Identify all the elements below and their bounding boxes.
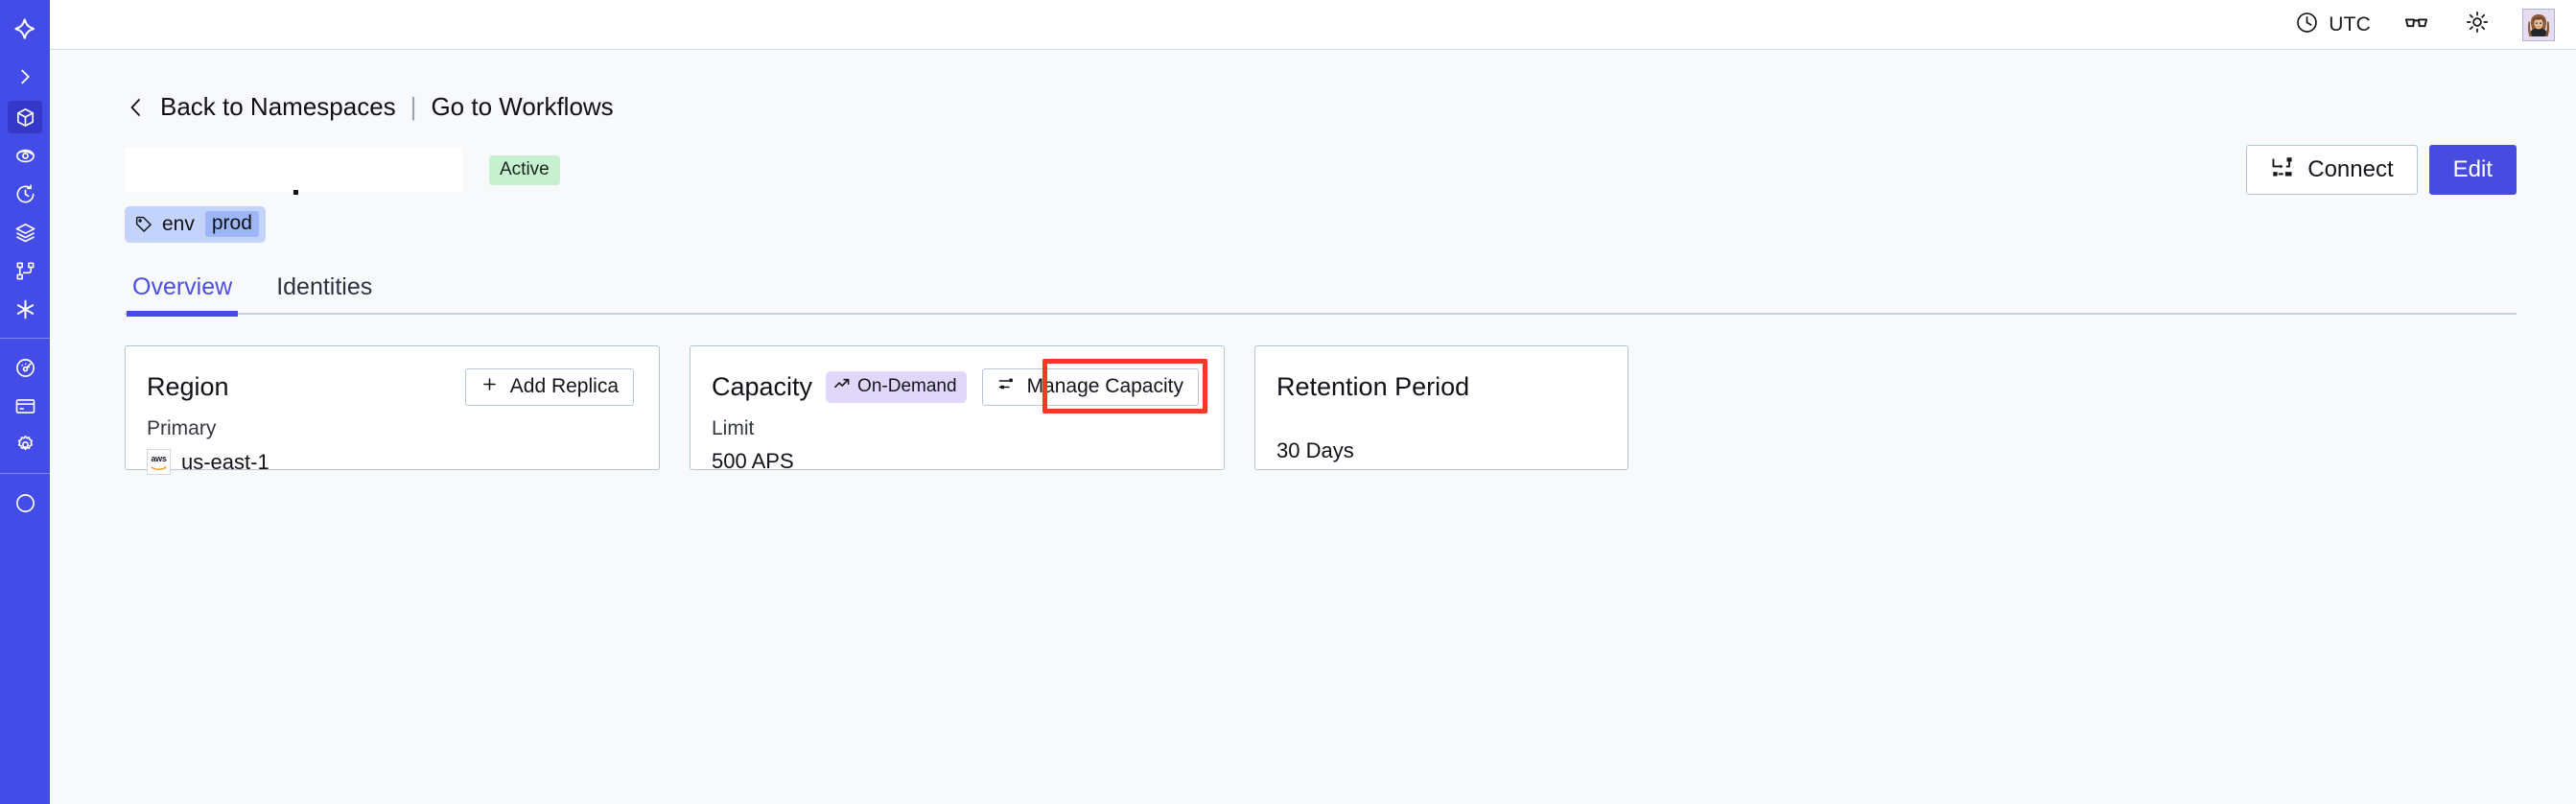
page-content: Back to Namespaces | Go to Workflows Act… (50, 50, 2576, 804)
eye-icon (8, 139, 42, 172)
tab-overview[interactable]: Overview (127, 273, 239, 317)
docs-button[interactable] (2400, 9, 2432, 41)
theme-toggle-button[interactable] (2461, 9, 2494, 41)
sun-icon (2465, 10, 2490, 39)
tag-key: env (162, 212, 195, 235)
capacity-card-header: Capacity On-Demand (712, 367, 1199, 406)
help-circle-icon (8, 486, 42, 519)
region-value: us-east-1 (181, 449, 269, 474)
page-header-left: Active (125, 148, 2246, 195)
timezone-selector[interactable]: UTC (2295, 11, 2371, 39)
namespace-tag[interactable]: env prod (125, 206, 266, 243)
sidebar-item-layers[interactable] (0, 213, 50, 251)
capacity-card-title-wrap: Capacity On-Demand (712, 370, 967, 403)
timezone-label: UTC (2329, 12, 2371, 35)
gear-icon (8, 428, 42, 461)
plus-icon (480, 375, 499, 399)
region-card-title: Region (147, 371, 229, 401)
temporal-logo-icon[interactable] (0, 2, 50, 56)
tag-row: env prod (125, 206, 2517, 243)
page-title (125, 148, 462, 195)
trending-up-icon (833, 375, 851, 398)
sidebar-item-workflows[interactable] (0, 251, 50, 290)
region-value-row: aws us-east-1 (147, 449, 634, 475)
breadcrumb-separator: | (410, 92, 417, 121)
main-sidebar (0, 0, 50, 804)
asterisk-icon (8, 293, 42, 325)
sidebar-item-observability[interactable] (0, 136, 50, 175)
retention-card: Retention Period 30 Days (1254, 345, 1628, 470)
top-bar-actions: UTC (2295, 8, 2555, 41)
sidebar-item-help[interactable] (0, 484, 50, 522)
connect-icon (2270, 154, 2295, 186)
git-branch-icon (8, 254, 42, 287)
overview-cards: Region Add Replica Pr (125, 345, 2517, 475)
manage-capacity-button[interactable]: Manage Capacity (981, 367, 1199, 406)
retention-value: 30 Days (1276, 438, 1354, 462)
sidebar-divider-2 (0, 473, 50, 474)
edit-button[interactable]: Edit (2428, 145, 2517, 195)
breadcrumb: Back to Namespaces | Go to Workflows (125, 92, 2517, 122)
aws-logo-text: aws (151, 453, 167, 463)
region-card: Region Add Replica Pr (125, 345, 660, 475)
top-bar: UTC (50, 0, 2576, 50)
capacity-mode-label: On-Demand (857, 375, 957, 396)
connect-button[interactable]: Connect (2246, 145, 2418, 195)
capacity-card-title: Capacity (712, 371, 813, 401)
capacity-card: Capacity On-Demand (690, 345, 1225, 473)
sidebar-item-usage[interactable] (0, 348, 50, 387)
capacity-sub-label: Limit (712, 417, 755, 439)
tab-identities[interactable]: Identities (276, 273, 373, 300)
clock-rewind-icon (8, 177, 42, 210)
region-card-title-wrap: Region (147, 372, 229, 402)
tab-bar: Overview Identities (125, 273, 2517, 317)
sidebar-item-history[interactable] (0, 175, 50, 213)
page-header-actions: Connect Edit (2246, 145, 2517, 195)
aws-logo-icon: aws (147, 449, 171, 475)
add-replica-label: Add Replica (509, 375, 619, 397)
tag-value: prod (204, 211, 259, 237)
region-card-header: Region Add Replica (147, 367, 634, 406)
sidebar-item-namespaces[interactable] (0, 98, 50, 136)
edit-button-label: Edit (2452, 156, 2493, 182)
breadcrumb-workflows-link[interactable]: Go to Workflows (431, 92, 614, 121)
avatar[interactable] (2522, 8, 2555, 41)
tag-icon (134, 215, 153, 234)
sidebar-item-integrations[interactable] (0, 290, 50, 328)
sidebar-item-billing[interactable] (0, 387, 50, 425)
main-area: UTC (50, 0, 2576, 804)
chevron-left-icon[interactable] (125, 93, 148, 122)
sidebar-item-settings[interactable] (0, 425, 50, 463)
clock-icon (2295, 11, 2319, 39)
add-replica-button[interactable]: Add Replica (464, 367, 634, 406)
retention-card-title: Retention Period (1276, 371, 1470, 401)
breadcrumb-back-link[interactable]: Back to Namespaces (160, 92, 396, 121)
capacity-value: 500 APS (712, 449, 794, 473)
connect-button-label: Connect (2307, 156, 2394, 182)
capacity-mode-badge: On-Demand (826, 370, 967, 403)
manage-capacity-label: Manage Capacity (1026, 375, 1183, 397)
gauge-icon (8, 351, 42, 384)
credit-card-icon (8, 390, 42, 422)
glasses-icon (2403, 10, 2429, 40)
retention-card-header: Retention Period (1276, 367, 1603, 406)
layers-icon (8, 216, 42, 248)
page-header-row: Active (125, 145, 2517, 195)
cube-icon (8, 101, 42, 133)
status-badge: Active (489, 154, 560, 185)
region-sub-label: Primary (147, 417, 217, 439)
sidebar-item-expand-sidebar[interactable] (0, 56, 50, 98)
sliders-icon (997, 375, 1016, 399)
sidebar-divider-1 (0, 338, 50, 339)
